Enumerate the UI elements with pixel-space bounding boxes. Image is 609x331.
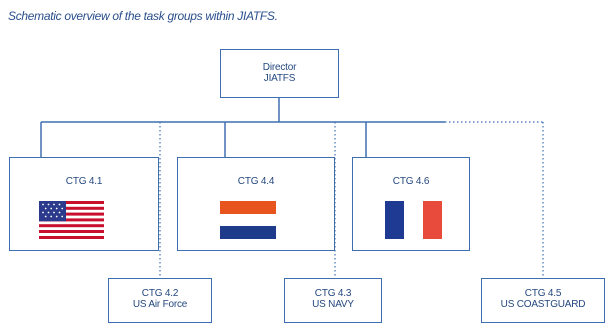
ctg-4-6-box: CTG 4.6 — [352, 157, 470, 251]
ctg-4-5-branch: US COASTGUARD — [500, 299, 586, 310]
ctg-4-5-box: CTG 4.5 US COASTGUARD — [481, 278, 605, 323]
ctg-4-6-label: CTG 4.6 — [392, 176, 430, 187]
ctg-4-4-label: CTG 4.4 — [237, 176, 275, 187]
ctg-4-1-label: CTG 4.1 — [65, 176, 103, 187]
ctg-4-3-box: CTG 4.3 US NAVY — [284, 278, 382, 323]
france-flag-icon — [385, 201, 442, 239]
ctg-4-3-branch: US NAVY — [312, 299, 354, 310]
director-label: Director — [262, 62, 297, 73]
director-box: Director JIATFS — [220, 49, 339, 98]
ctg-4-2-branch: US Air Force — [132, 299, 188, 310]
ctg-4-1-box: CTG 4.1 — [9, 157, 159, 251]
ctg-4-3-label: CTG 4.3 — [314, 288, 352, 299]
usa-flag-icon — [39, 201, 104, 239]
ctg-4-5-label: CTG 4.5 — [524, 288, 562, 299]
diagram-title: Schematic overview of the task groups wi… — [8, 9, 278, 23]
netherlands-flag-icon — [220, 201, 276, 239]
ctg-4-2-label: CTG 4.2 — [141, 288, 179, 299]
director-org-label: JIATFS — [263, 73, 296, 84]
ctg-4-4-box: CTG 4.4 — [177, 157, 335, 251]
ctg-4-2-box: CTG 4.2 US Air Force — [108, 278, 212, 323]
